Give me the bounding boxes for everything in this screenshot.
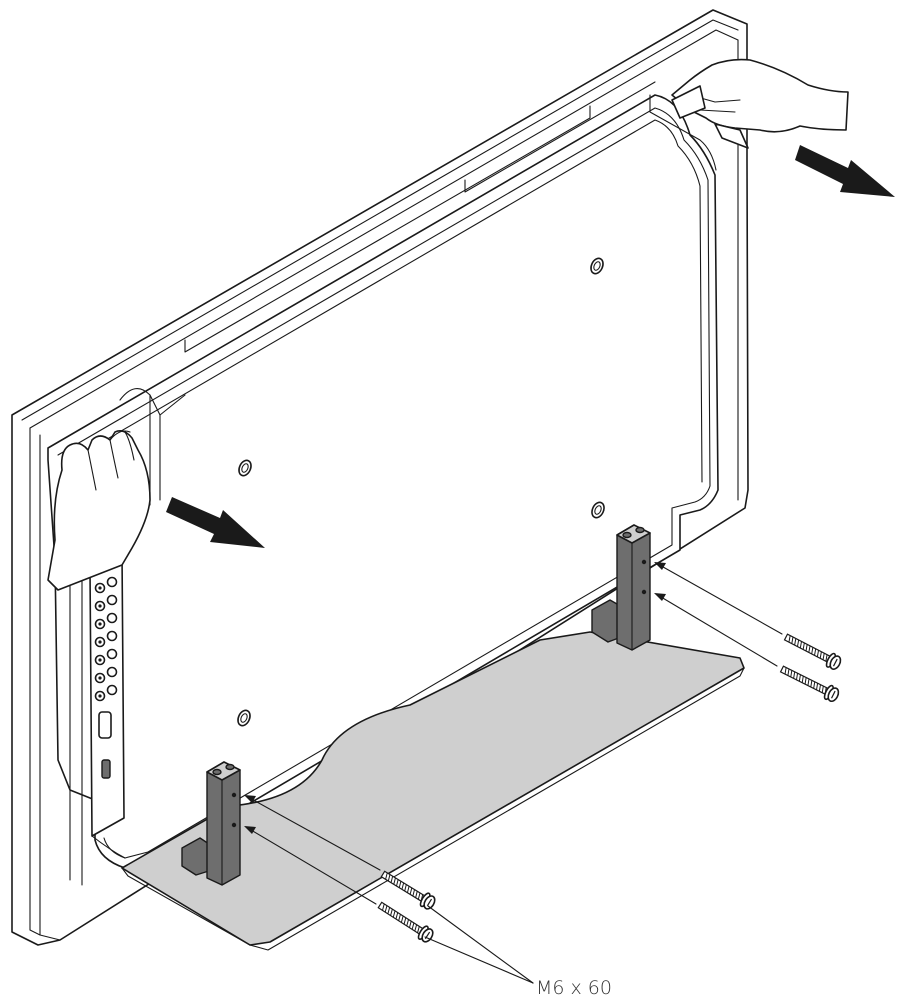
arrow-icon bbox=[244, 795, 381, 871]
connector-jack bbox=[94, 612, 118, 630]
connector-jack bbox=[94, 630, 118, 648]
screw-icon bbox=[377, 901, 434, 943]
screw-icon bbox=[783, 633, 842, 670]
hand-icon bbox=[47, 430, 151, 591]
screw-hole bbox=[231, 792, 237, 798]
stand-column-left bbox=[181, 761, 241, 886]
screws bbox=[377, 633, 842, 943]
connector-jack bbox=[94, 648, 118, 666]
screw-spec-label: M6 x 60 bbox=[536, 977, 612, 998]
connector-panel bbox=[69, 551, 126, 886]
label-leaders bbox=[424, 905, 534, 984]
screw-guide-arrows bbox=[244, 562, 783, 905]
stand-base bbox=[121, 631, 745, 951]
connector-jack bbox=[94, 594, 118, 612]
arrow-icon bbox=[654, 562, 783, 635]
screw-icon bbox=[779, 665, 840, 703]
mounting-holes bbox=[237, 257, 605, 727]
connector-jack bbox=[94, 576, 118, 594]
connector-jack bbox=[94, 666, 118, 684]
arrow-icon bbox=[244, 826, 377, 905]
screw-hole bbox=[231, 822, 237, 828]
screw-hole bbox=[641, 589, 647, 595]
stand-column-right bbox=[591, 524, 651, 651]
screw-icon bbox=[380, 870, 436, 910]
rear-cabinet bbox=[47, 94, 719, 869]
arrow-icon bbox=[654, 593, 778, 667]
usb-port bbox=[101, 759, 111, 779]
arrow-icon bbox=[166, 497, 265, 548]
hand-icon bbox=[671, 58, 849, 149]
hdmi-port bbox=[98, 711, 112, 739]
screw-hole bbox=[641, 559, 647, 565]
connector-jack bbox=[94, 684, 118, 702]
arrow-icon bbox=[795, 145, 895, 197]
